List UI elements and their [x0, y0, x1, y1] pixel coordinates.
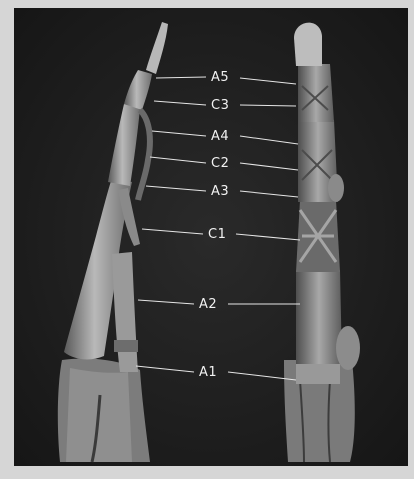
label-a3: A3 [211, 185, 229, 199]
label-c2: C2 [211, 157, 229, 171]
label-c1: C1 [208, 228, 226, 242]
label-c3: C3 [211, 99, 229, 113]
label-a5: A5 [211, 71, 229, 85]
label-a2: A2 [199, 298, 217, 312]
label-a4: A4 [211, 130, 229, 144]
label-a1: A1 [199, 366, 217, 380]
